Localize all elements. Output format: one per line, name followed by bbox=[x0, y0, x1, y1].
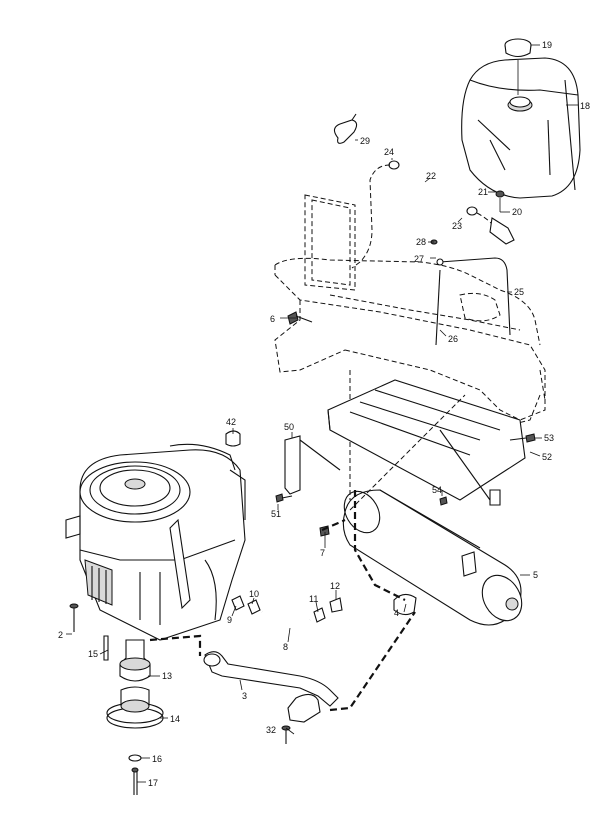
callout-12: 12 bbox=[330, 581, 340, 591]
pulley-assembly bbox=[106, 639, 164, 795]
bolt-2 bbox=[69, 603, 79, 632]
throttle-rod bbox=[430, 239, 511, 346]
bracket bbox=[284, 435, 341, 495]
callout-9: 9 bbox=[227, 615, 232, 625]
callout-32: 32 bbox=[266, 725, 276, 735]
muffler bbox=[342, 489, 523, 626]
callout-18: 18 bbox=[580, 101, 590, 111]
callout-3: 3 bbox=[242, 691, 247, 701]
engine bbox=[65, 443, 246, 641]
callout-53: 53 bbox=[544, 433, 554, 443]
callout-50: 50 bbox=[284, 422, 294, 432]
callout-5: 5 bbox=[533, 570, 538, 580]
callout-29: 29 bbox=[360, 136, 370, 146]
callout-17: 17 bbox=[148, 778, 158, 788]
callout-7: 7 bbox=[320, 548, 325, 558]
callout-26: 26 bbox=[448, 334, 458, 344]
callout-6: 6 bbox=[270, 314, 275, 324]
callout-54: 54 bbox=[432, 485, 442, 495]
bolt-32 bbox=[281, 725, 291, 744]
callout-52: 52 bbox=[542, 452, 552, 462]
fuel-cap bbox=[504, 38, 540, 58]
callout-13: 13 bbox=[162, 671, 172, 681]
breather-hose bbox=[259, 610, 312, 633]
fittings bbox=[231, 595, 343, 623]
callout-20: 20 bbox=[512, 207, 522, 217]
callout-10: 10 bbox=[249, 589, 259, 599]
nut-54 bbox=[439, 496, 448, 506]
callout-16: 16 bbox=[152, 754, 162, 764]
callout-2: 2 bbox=[58, 630, 63, 640]
clip bbox=[225, 430, 241, 447]
bolt-51 bbox=[275, 493, 293, 503]
callout-4: 4 bbox=[394, 608, 399, 618]
callout-19: 19 bbox=[542, 40, 552, 50]
callout-23: 23 bbox=[452, 221, 462, 231]
heat-shield bbox=[327, 379, 526, 506]
key bbox=[103, 635, 109, 661]
hose-clamp bbox=[333, 113, 358, 144]
callout-8: 8 bbox=[283, 642, 288, 652]
callout-42: 42 bbox=[226, 417, 236, 427]
callout-24: 24 bbox=[384, 147, 394, 157]
leader-lines bbox=[66, 104, 578, 783]
callout-28: 28 bbox=[416, 237, 426, 247]
bolt-53 bbox=[509, 433, 536, 443]
exhaust-pipe bbox=[203, 651, 339, 723]
callout-27: 27 bbox=[414, 254, 424, 264]
fuel-line bbox=[388, 160, 478, 216]
callout-15: 15 bbox=[88, 649, 98, 659]
callout-25: 25 bbox=[514, 287, 524, 297]
callout-11: 11 bbox=[309, 594, 318, 604]
fuel-shutoff-valve bbox=[489, 190, 515, 245]
callout-51: 51 bbox=[271, 509, 281, 519]
callout-14: 14 bbox=[170, 714, 180, 724]
callout-labels: 2 3 4 5 6 7 8 9 10 11 12 13 14 15 16 17 … bbox=[58, 40, 590, 788]
callout-21: 21 bbox=[478, 187, 488, 197]
callout-22: 22 bbox=[426, 171, 436, 181]
fuel-tank bbox=[461, 57, 581, 199]
